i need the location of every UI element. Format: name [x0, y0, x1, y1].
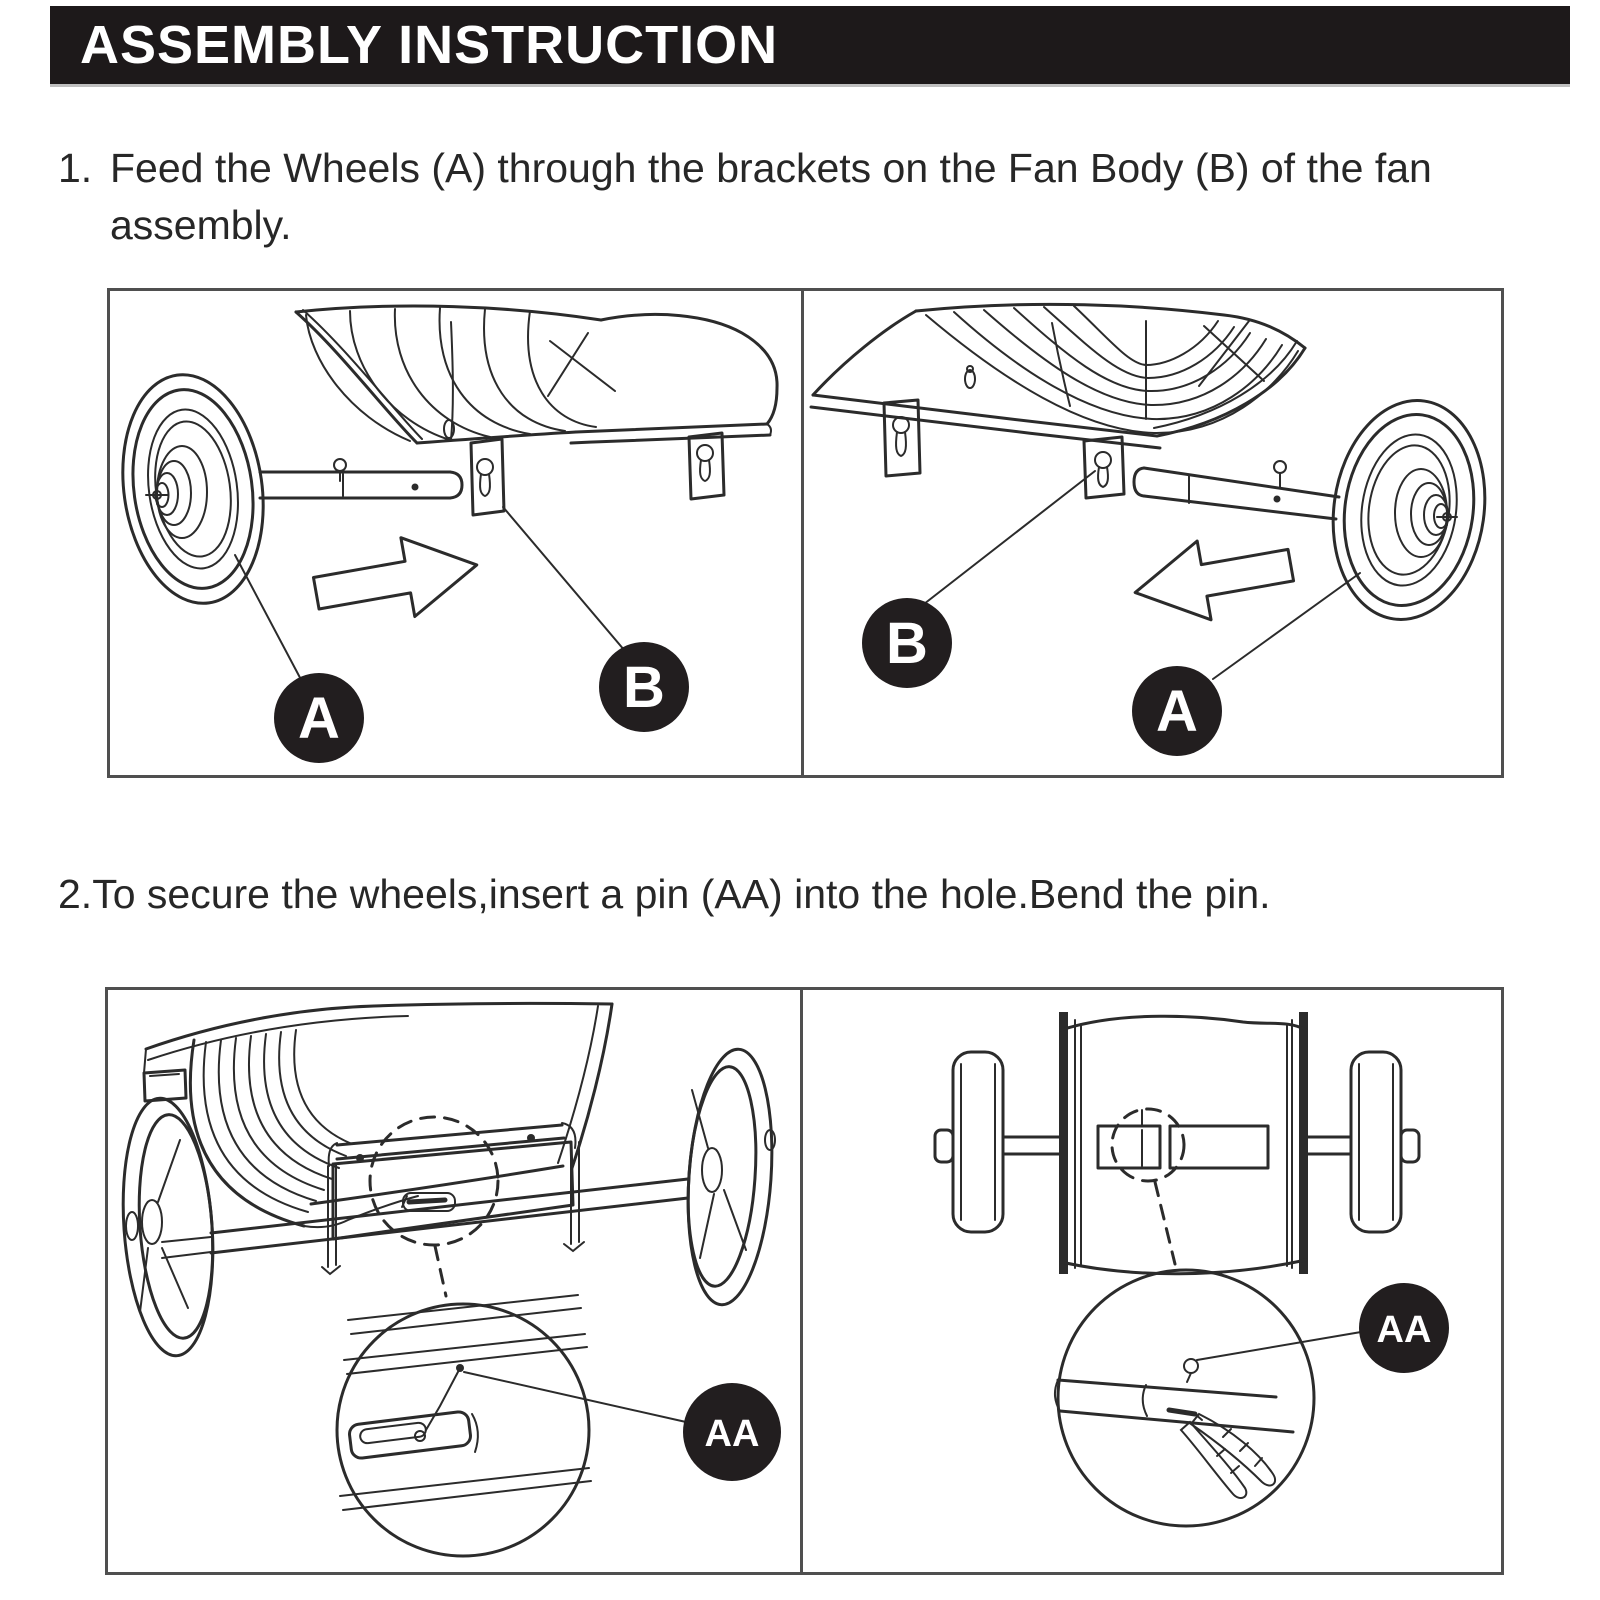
- fan-body-shell: [569, 313, 779, 445]
- bracket-far: [687, 431, 726, 501]
- axle-coupler: [1096, 1109, 1270, 1170]
- step-1: 1. Feed the Wheels (A) through the brack…: [58, 140, 1432, 254]
- left-wheel: [933, 1050, 1005, 1234]
- label-A-wheel: A: [1132, 572, 1361, 756]
- bracket-target: [469, 437, 506, 517]
- right-wheel: [1349, 1050, 1421, 1234]
- figure-step-1: A B: [107, 288, 1504, 778]
- figure-step-2: AA: [105, 987, 1504, 1575]
- label-AA-text: AA: [705, 1413, 760, 1455]
- step-1-line-2: assembly.: [110, 202, 292, 248]
- step-2-text: To secure the wheels,insert a pin (AA) i…: [92, 871, 1271, 917]
- bracket-target: [1082, 435, 1126, 500]
- label-B-fan-body: B: [862, 470, 1096, 688]
- magnifier-detail: [335, 1294, 592, 1558]
- mounting-channel: [321, 1122, 585, 1276]
- label-AA-text: AA: [1377, 1309, 1432, 1351]
- label-A-text: A: [1156, 679, 1198, 744]
- wheel-illustration: [121, 373, 265, 605]
- fan-body-top-view: [1059, 1012, 1308, 1276]
- label-A-text: A: [298, 686, 340, 751]
- step-1-line-1: Feed the Wheels (A) through the brackets…: [110, 145, 1432, 191]
- step-1-number: 1.: [58, 145, 93, 191]
- label-B-text: B: [886, 611, 928, 676]
- page-title: ASSEMBLY INSTRUCTION: [80, 15, 779, 75]
- panel-wheel-insert-right: B A: [809, 302, 1487, 756]
- fan-grille: [925, 305, 1299, 435]
- label-B-text: B: [623, 655, 665, 720]
- fan-grille-front: [188, 1029, 419, 1229]
- label-AA-pin: AA: [1196, 1283, 1449, 1373]
- step-1-text: Feed the Wheels (A) through the brackets…: [110, 140, 1432, 254]
- label-B-fan-body: B: [502, 506, 689, 732]
- panel-pin-location-front: AA: [121, 1001, 781, 1558]
- magnifier-detail: [1054, 1268, 1316, 1528]
- arrow-left-icon: [1133, 539, 1296, 622]
- figure-2-divider: [800, 990, 803, 1572]
- step-2-number: 2.: [58, 871, 93, 917]
- left-wheel: [121, 1096, 215, 1358]
- label-AA-pin: AA: [463, 1371, 781, 1481]
- bracket-far: [882, 398, 922, 478]
- right-wheel: [686, 1047, 776, 1307]
- axle-rod: [1132, 460, 1341, 521]
- figure-1-divider: [801, 291, 804, 775]
- pliers-icon: [1179, 1412, 1277, 1499]
- page-title-bar: ASSEMBLY INSTRUCTION: [50, 6, 1570, 84]
- detail-callout: [368, 1115, 500, 1298]
- panel-wheel-insert-left: A B: [121, 304, 779, 763]
- axle-bar: [161, 1177, 690, 1259]
- fan-body-front: [142, 1001, 614, 1206]
- axle-rod: [258, 458, 464, 500]
- arrow-right-icon: [311, 536, 479, 618]
- step-2: 2. To secure the wheels,insert a pin (AA…: [58, 866, 1271, 923]
- detail-callout: [1110, 1107, 1186, 1266]
- label-A-wheel: A: [234, 554, 364, 763]
- panel-pin-bend-top: AA: [933, 1012, 1449, 1528]
- wheel-illustration: [1331, 399, 1487, 621]
- fan-grille: [294, 304, 616, 445]
